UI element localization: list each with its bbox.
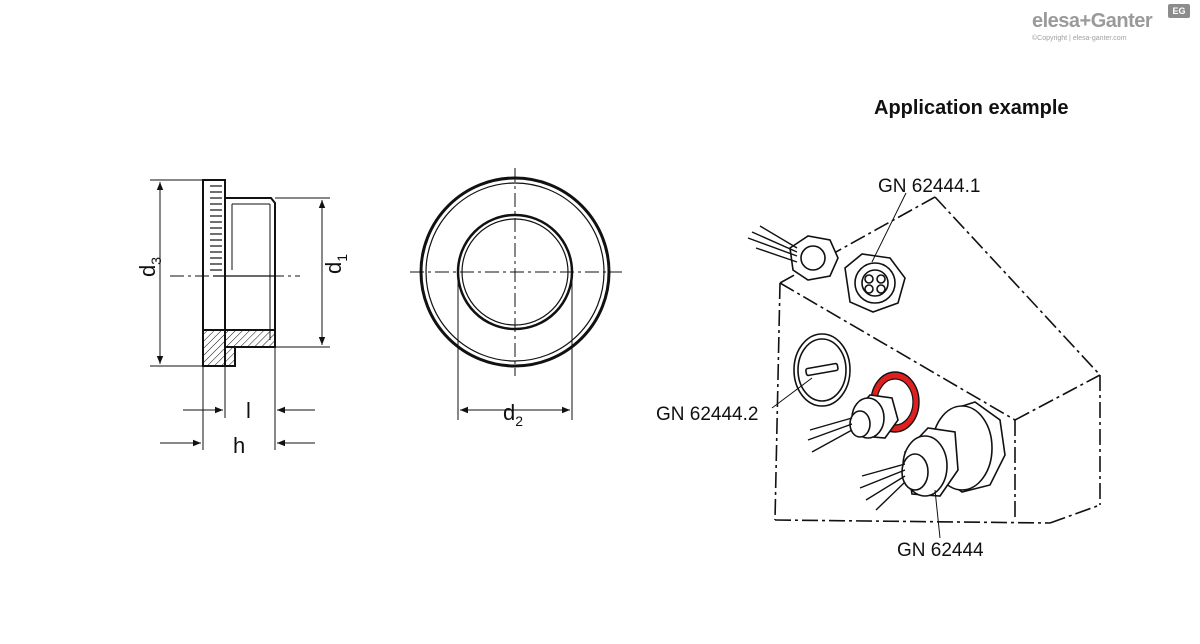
d3-dimension: [150, 179, 203, 367]
top-gland: [844, 253, 906, 313]
application-illustration: [747, 192, 1101, 539]
small-gland-wires: [807, 417, 853, 453]
section-hatch: [202, 329, 276, 367]
small-gland: [849, 394, 899, 439]
d3-label: d3: [135, 257, 164, 277]
callout-gn-62444-1: GN 62444.1: [878, 176, 980, 197]
lh-dimensions: [160, 347, 315, 450]
side-view: [202, 179, 276, 367]
l-label: l: [246, 398, 251, 423]
callout-gn-62444-2: GN 62444.2: [656, 404, 758, 425]
application-example-heading: Application example: [874, 97, 1069, 119]
d2-dimension: [457, 272, 573, 420]
d1-label: d1: [321, 254, 350, 274]
brand-name: elesa+Ganter: [1032, 10, 1153, 32]
knurl-pattern: [210, 185, 222, 271]
rear-gland: [789, 235, 839, 281]
large-gland: [901, 401, 1006, 497]
brand-badge: EG: [1168, 4, 1190, 18]
brand-copyright: ©Copyright | elesa-ganter.com: [1032, 35, 1127, 42]
h-label: h: [233, 433, 245, 458]
callout-leaders: [771, 192, 941, 539]
d2-label: d2: [503, 400, 523, 429]
brand-logo: elesa+Ganter EG ©Copyright | elesa-gante…: [1032, 4, 1192, 48]
large-gland-wires: [859, 463, 906, 511]
callout-gn-62444: GN 62444: [897, 540, 984, 561]
blanking-plug: [793, 333, 851, 407]
rear-wires: [747, 225, 798, 263]
d1-dimension: [275, 197, 330, 348]
front-view: [410, 168, 622, 376]
